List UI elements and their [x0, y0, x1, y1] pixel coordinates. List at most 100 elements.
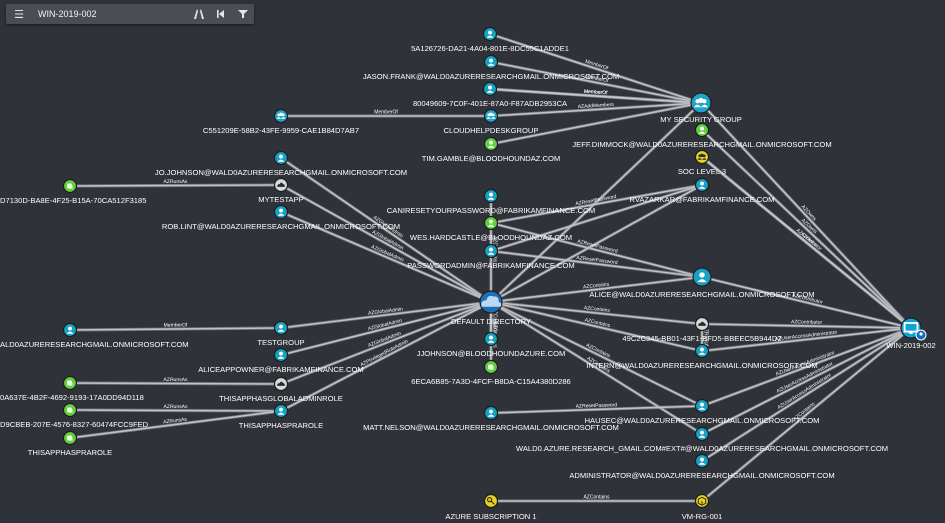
edge-n6-n24[interactable]	[699, 101, 913, 330]
edge-n1-n6[interactable]	[489, 32, 702, 105]
node-user[interactable]: 80049609-7C0F-401E-87A0-F87ADB2953CA	[413, 81, 568, 109]
edge-n31-n19[interactable]	[280, 300, 492, 413]
node-label: WES.HARDCASTLE@BLOODHOUNDAZ.COM	[410, 233, 572, 242]
node-user[interactable]: JASON.FRANK@WALD0AZURERESEARCHGMAIL.ONMI…	[363, 54, 619, 82]
filter-icon[interactable]	[232, 4, 254, 24]
edge-n12-n19[interactable]	[280, 183, 492, 304]
edge-n36-n24[interactable]	[701, 326, 912, 463]
edge-n21-n19[interactable]	[280, 300, 492, 330]
edge-n33-n24[interactable]	[701, 326, 912, 408]
node-service-principal[interactable]: THISAPPHASPRAROLE	[28, 430, 112, 458]
node-user[interactable]: ROB.LINT@WALD0AZURERESEARCHGMAIL.ONMICRO…	[162, 204, 400, 232]
service-principal-icon	[483, 359, 499, 375]
node-user[interactable]: INTERN@WALD0AZURERESEARCHGMAIL.ONMICROSO…	[586, 343, 818, 371]
node-label: SOC LEVEL 3	[678, 167, 726, 176]
search-query[interactable]: WIN-2019-002	[38, 9, 97, 19]
node-group[interactable]: CLOUDHELPDESKGROUP	[444, 108, 539, 136]
edge-n35-n24[interactable]	[701, 326, 912, 436]
edge-n4-n6[interactable]	[490, 101, 702, 118]
node-group[interactable]: TESTGROUP	[257, 320, 305, 348]
node-user[interactable]: RVAZARKAR@FABRIKAMFINANCE.COM	[630, 177, 775, 205]
node-user[interactable]: THISAPPHASPRAROLE	[239, 403, 323, 431]
edge-n3-n6[interactable]	[489, 87, 702, 105]
node-label: ADMINISTRATOR@WALD0AZURERESEARCHGMAIL.ON…	[569, 471, 834, 480]
node-service-principal[interactable]: JEFF.DIMMOCK@WALD0AZURERESEARCHGMAIL.ONM…	[572, 122, 832, 150]
node-service-principal[interactable]: 6ECA6B85-7A3D-4FCF-B8DA-C15A4380D286	[411, 359, 571, 387]
edge-n19-n33[interactable]	[490, 300, 703, 408]
node-label: MYTESTAPP	[258, 195, 303, 204]
node-user[interactable]: PASSWORDADMIN@FABRIKAMFINANCE.COM	[407, 243, 575, 271]
edge-n30-n31[interactable]	[69, 408, 282, 413]
edge-n15-n18[interactable]	[490, 221, 703, 279]
node-service-principal[interactable]: WES.HARDCASTLE@BLOODHOUNDAZ.COM	[410, 215, 572, 243]
app-icon	[273, 177, 289, 193]
node-user[interactable]: WALD0.AZURE.RESEARCH_GMAIL.COM#EXT#@WALD…	[516, 426, 888, 454]
node-service-principal[interactable]: D7130D-BA8E-4F25-B15A-70CA512F3185	[0, 178, 146, 206]
edge-n34-n33[interactable]	[490, 404, 703, 415]
node-user[interactable]: JO.JOHNSON@WALD0AZURERESEARCHGMAIL.ONMIC…	[155, 150, 407, 178]
edge-n15-n17[interactable]	[490, 183, 703, 225]
edge-label: AZAddMembers	[578, 102, 615, 110]
edge-n9-n24[interactable]	[700, 155, 913, 330]
node-label: AZURE SUBSCRIPTION 1	[445, 512, 536, 521]
node-group[interactable]: MY SECURITY GROUP	[660, 92, 742, 124]
hamburger-menu-icon[interactable]: ☰	[14, 8, 24, 21]
node-label: D9CBEB-207E-4576-8327-60474FCC9FED	[0, 420, 149, 429]
edge-n11-n12[interactable]	[69, 183, 282, 188]
pathfinding-icon[interactable]	[188, 4, 210, 24]
edge-n19-n26[interactable]	[490, 300, 703, 353]
node-user[interactable]: ALICE@WALD0AZURERESEARCHGMAIL.ONMICROSOF…	[589, 267, 815, 299]
edge-n23-n24[interactable]	[701, 322, 912, 330]
edge-label: MemberOf	[164, 322, 188, 328]
edge-n26-n24[interactable]	[701, 326, 912, 353]
edge-n20-n21[interactable]	[69, 326, 282, 332]
edge-n29-n19[interactable]	[280, 300, 492, 386]
edge-n10-n19[interactable]	[280, 156, 492, 304]
edge-n8-n24[interactable]	[700, 128, 913, 330]
node-user[interactable]: ADMINISTRATOR@WALD0AZURERESEARCHGMAIL.ON…	[569, 453, 835, 481]
node-user[interactable]: CANIRESETYOURPASSWORD@FABRIKAMFINANCE.CO…	[387, 188, 595, 216]
edge-n38-n24[interactable]	[700, 326, 913, 503]
service-principal-icon	[62, 430, 78, 446]
edge-n19-n23[interactable]	[490, 300, 703, 326]
node-resource-group[interactable]: VM-RG-001	[682, 493, 723, 522]
node-user[interactable]: HAUSEC@WALD0AZURERESEARCHGMAIL.ONMICROSO…	[585, 398, 820, 426]
node-app[interactable]: THISAPPHASGLOBALADMINROLE	[219, 376, 343, 404]
node-tenant[interactable]: DEFAULT DIRECTORY	[451, 290, 531, 326]
edge-n16-n17[interactable]	[490, 183, 703, 253]
edge-label: AZContains	[583, 495, 610, 501]
node-subscription[interactable]: AZURE SUBSCRIPTION 1	[445, 493, 537, 522]
node-app[interactable]: 49C2C345-BB01-43F1-BFD5-BBEEC5B944D2	[622, 316, 782, 344]
edge-n22-n19[interactable]	[280, 300, 492, 357]
edge-n16-n18[interactable]	[490, 249, 703, 279]
node-label: THISAPPHASPRAROLE	[28, 448, 112, 457]
back-icon[interactable]	[210, 4, 232, 24]
node-user[interactable]: 5A126726-DA21-4A04-801E-8DC55C1ADDE1	[411, 26, 569, 54]
node-service-principal[interactable]: D9CBEB-207E-4576-8327-60474FCC9FED	[0, 402, 149, 430]
edge-label: AZResetPassword	[576, 402, 618, 409]
node-group[interactable]: C551209E-58B2-43FE-9959-CAE1B84D7AB7	[203, 108, 359, 136]
edge-label: AZRunsAs	[703, 326, 709, 350]
node-user[interactable]: JJOHNSON@BLOODHOUNDAZURE.COM	[417, 331, 566, 359]
edge-n28-n29[interactable]	[69, 381, 282, 386]
edge-n18-n24[interactable]	[701, 275, 912, 330]
edge-n19-n35[interactable]	[490, 300, 703, 436]
edge-label: MemberOf	[584, 89, 609, 97]
node-device[interactable]: WIN-2019-002	[886, 317, 936, 350]
node-owned-group[interactable]: SOC LEVEL 3	[678, 149, 726, 177]
node-app[interactable]: MYTESTAPP	[258, 177, 304, 205]
user-icon	[692, 267, 712, 287]
edge-n2-n6[interactable]	[490, 60, 702, 105]
node-service-principal[interactable]: TIM.GAMBLE@BLOODHOUNDAZ.COM	[422, 136, 561, 164]
edge-n5-n6[interactable]	[490, 101, 702, 146]
node-user[interactable]: ALICEAPPOWNER@FABRIKAMFINANCE.COM	[198, 347, 364, 375]
node-service-principal[interactable]: 0A637E-4B2F-4692-9193-17A0DD94D118	[0, 375, 144, 403]
edge-n17-n19[interactable]	[490, 183, 703, 304]
node-user[interactable]: ALD0AZURERESEARCHGMAIL.ONMICROSOFT.COM	[0, 322, 189, 350]
edge-n18-n19[interactable]	[490, 275, 703, 304]
edge-n32-n31[interactable]	[69, 409, 282, 440]
node-user[interactable]: MATT.NELSON@WALD0AZURERESEARCHGMAIL.ONMI…	[363, 405, 619, 433]
node-label: 5A126726-DA21-4A04-801E-8DC55C1ADDE1	[411, 44, 569, 53]
edge-n13-n19[interactable]	[280, 210, 492, 304]
